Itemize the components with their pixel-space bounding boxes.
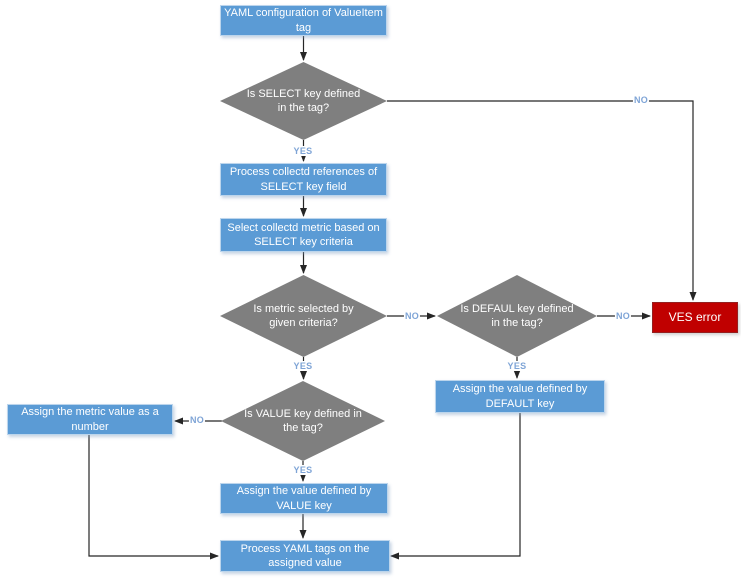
edge-label-select-yes: YES [292, 146, 314, 156]
edge-label-metric-yes: YES [292, 361, 314, 371]
edge-label-default-no: NO [614, 311, 632, 321]
node-process-refs: Process collectd references of SELECT ke… [220, 163, 387, 196]
node-is-metric-selected-label: Is metric selected by given criteria? [253, 302, 354, 329]
node-process-yaml: Process YAML tags on the assigned value [220, 540, 390, 572]
node-is-select-key-label: Is SELECT key defined in the tag? [246, 87, 361, 114]
edge-label-default-yes: YES [506, 361, 528, 371]
node-ves-error: VES error [652, 302, 738, 333]
edge-assigndefault-to-processyaml [390, 413, 521, 560]
node-ves-error-label: VES error [668, 309, 722, 324]
node-assign-metric-number: Assign the metric value as a number [7, 404, 173, 435]
edge-label-value-no: NO [188, 415, 206, 425]
node-is-value-key-label: Is VALUE key defined in the tag? [244, 407, 362, 434]
node-assign-default-label: Assign the value defined by DEFAULT key [452, 383, 588, 410]
edge-assignmetric-to-processyaml [88, 435, 219, 560]
node-is-default-key-label: Is DEFAUL key defined in the tag? [460, 302, 574, 329]
edge-select-no-to-ves [387, 100, 697, 301]
edge-label-select-no: NO [632, 95, 650, 105]
edge-label-value-yes: YES [292, 465, 314, 475]
node-select-metric: Select collectd metric based on SELECT k… [220, 218, 387, 252]
edge-label-metric-no: NO [403, 311, 421, 321]
node-start-label: YAML configuration of ValueItem tag [224, 7, 383, 34]
node-process-yaml-label: Process YAML tags on the assigned value [240, 542, 370, 569]
node-assign-value-label: Assign the value defined by VALUE key [236, 485, 372, 512]
node-assign-metric-number-label: Assign the metric value as a number [21, 406, 159, 433]
node-assign-value: Assign the value defined by VALUE key [220, 483, 388, 514]
node-process-refs-label: Process collectd references of SELECT ke… [229, 166, 378, 193]
node-select-metric-label: Select collectd metric based on SELECT k… [227, 221, 380, 248]
node-assign-default: Assign the value defined by DEFAULT key [435, 380, 605, 413]
node-start: YAML configuration of ValueItem tag [220, 5, 387, 36]
